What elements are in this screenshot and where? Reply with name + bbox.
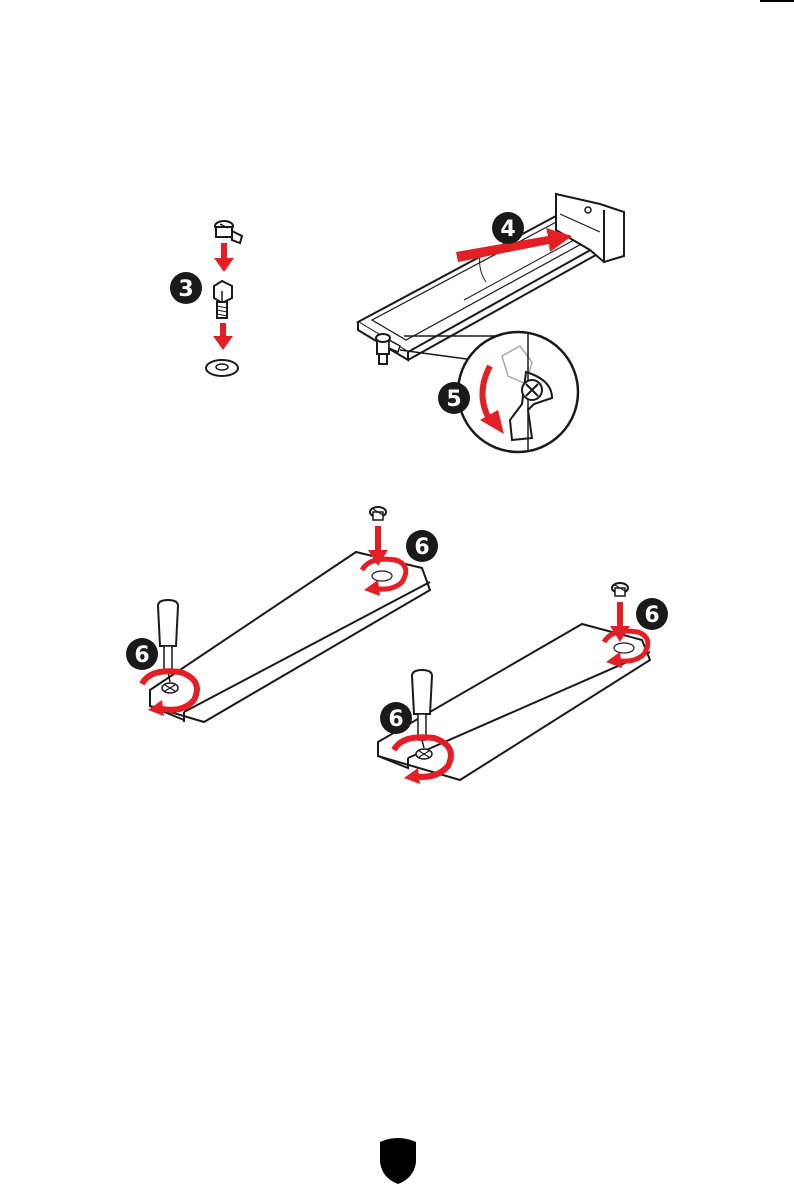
clip-icon [215,221,242,243]
m2-card-left: 6 6 [126,507,438,722]
screw-head-icon [416,749,432,759]
standoff-assembly: 3 [170,221,242,376]
latch-zoom-callout: 5 [438,332,578,452]
step-6-number: 6 [388,707,403,732]
msi-shield-logo-icon [380,1138,416,1184]
step-6-badge: 6 [380,702,412,734]
screw-icon [612,583,628,596]
step-6-number: 6 [414,535,429,560]
standoff-screw-icon [214,281,232,318]
arrow-down-icon [213,323,233,350]
arrow-down-icon [214,243,234,272]
step-6-badge: 6 [126,638,158,670]
step-4-badge: 4 [492,212,524,244]
step-4-number: 4 [500,217,515,242]
step-6-number: 6 [134,643,149,668]
step-3-number: 3 [178,277,193,302]
step-6-badge: 6 [636,598,668,630]
step-5-badge: 5 [438,382,470,414]
m2-card-right: 6 6 [378,583,668,784]
step-6-badge: 6 [406,530,438,562]
step-6-number: 6 [644,603,659,628]
step-5-number: 5 [446,387,461,412]
screw-head-icon [162,683,178,693]
screw-head-icon [522,380,542,400]
screw-icon [370,507,386,520]
step-3-badge: 3 [170,272,202,304]
washer-icon [206,360,238,376]
